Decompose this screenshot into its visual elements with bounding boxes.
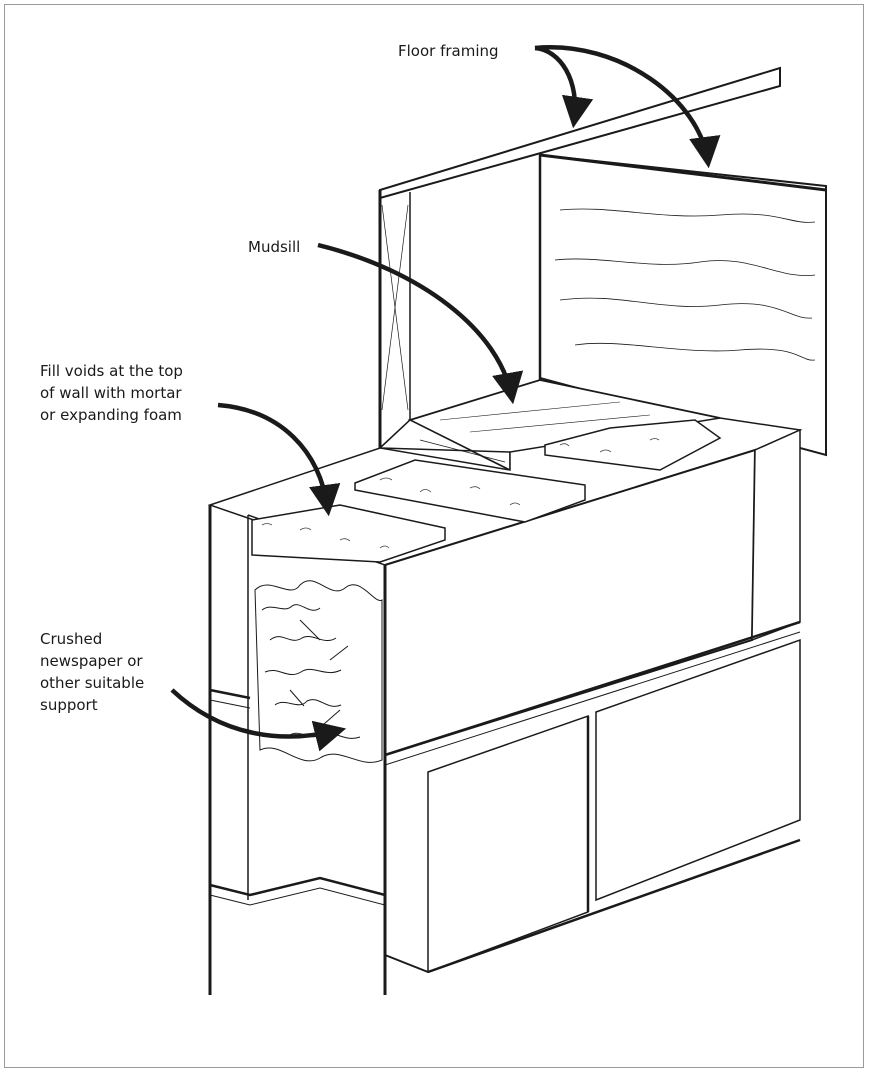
callout-mudsill: Mudsill	[248, 238, 301, 256]
arrow-fill-voids	[217, 402, 341, 517]
filled-core-back	[354, 419, 722, 523]
rim-joist	[378, 66, 781, 449]
arrow-floor-framing-rim	[534, 45, 594, 129]
lower-block-course	[209, 638, 801, 974]
callout-crushed-newspaper: Crushed newspaper or other suitable supp…	[40, 630, 145, 714]
callout-arrows	[170, 45, 721, 752]
floor-joist	[538, 153, 827, 457]
callout-floor-framing: Floor framing	[398, 42, 499, 60]
arrow-mudsill	[317, 242, 524, 405]
callout-fill-voids: Fill voids at the top of wall with morta…	[40, 362, 183, 424]
crushed-newspaper	[254, 580, 383, 763]
mudsill	[378, 379, 721, 472]
diagram-frame	[4, 4, 864, 1068]
arrow-floor-framing-joist	[534, 45, 721, 169]
arrow-crushed-paper	[170, 688, 347, 752]
